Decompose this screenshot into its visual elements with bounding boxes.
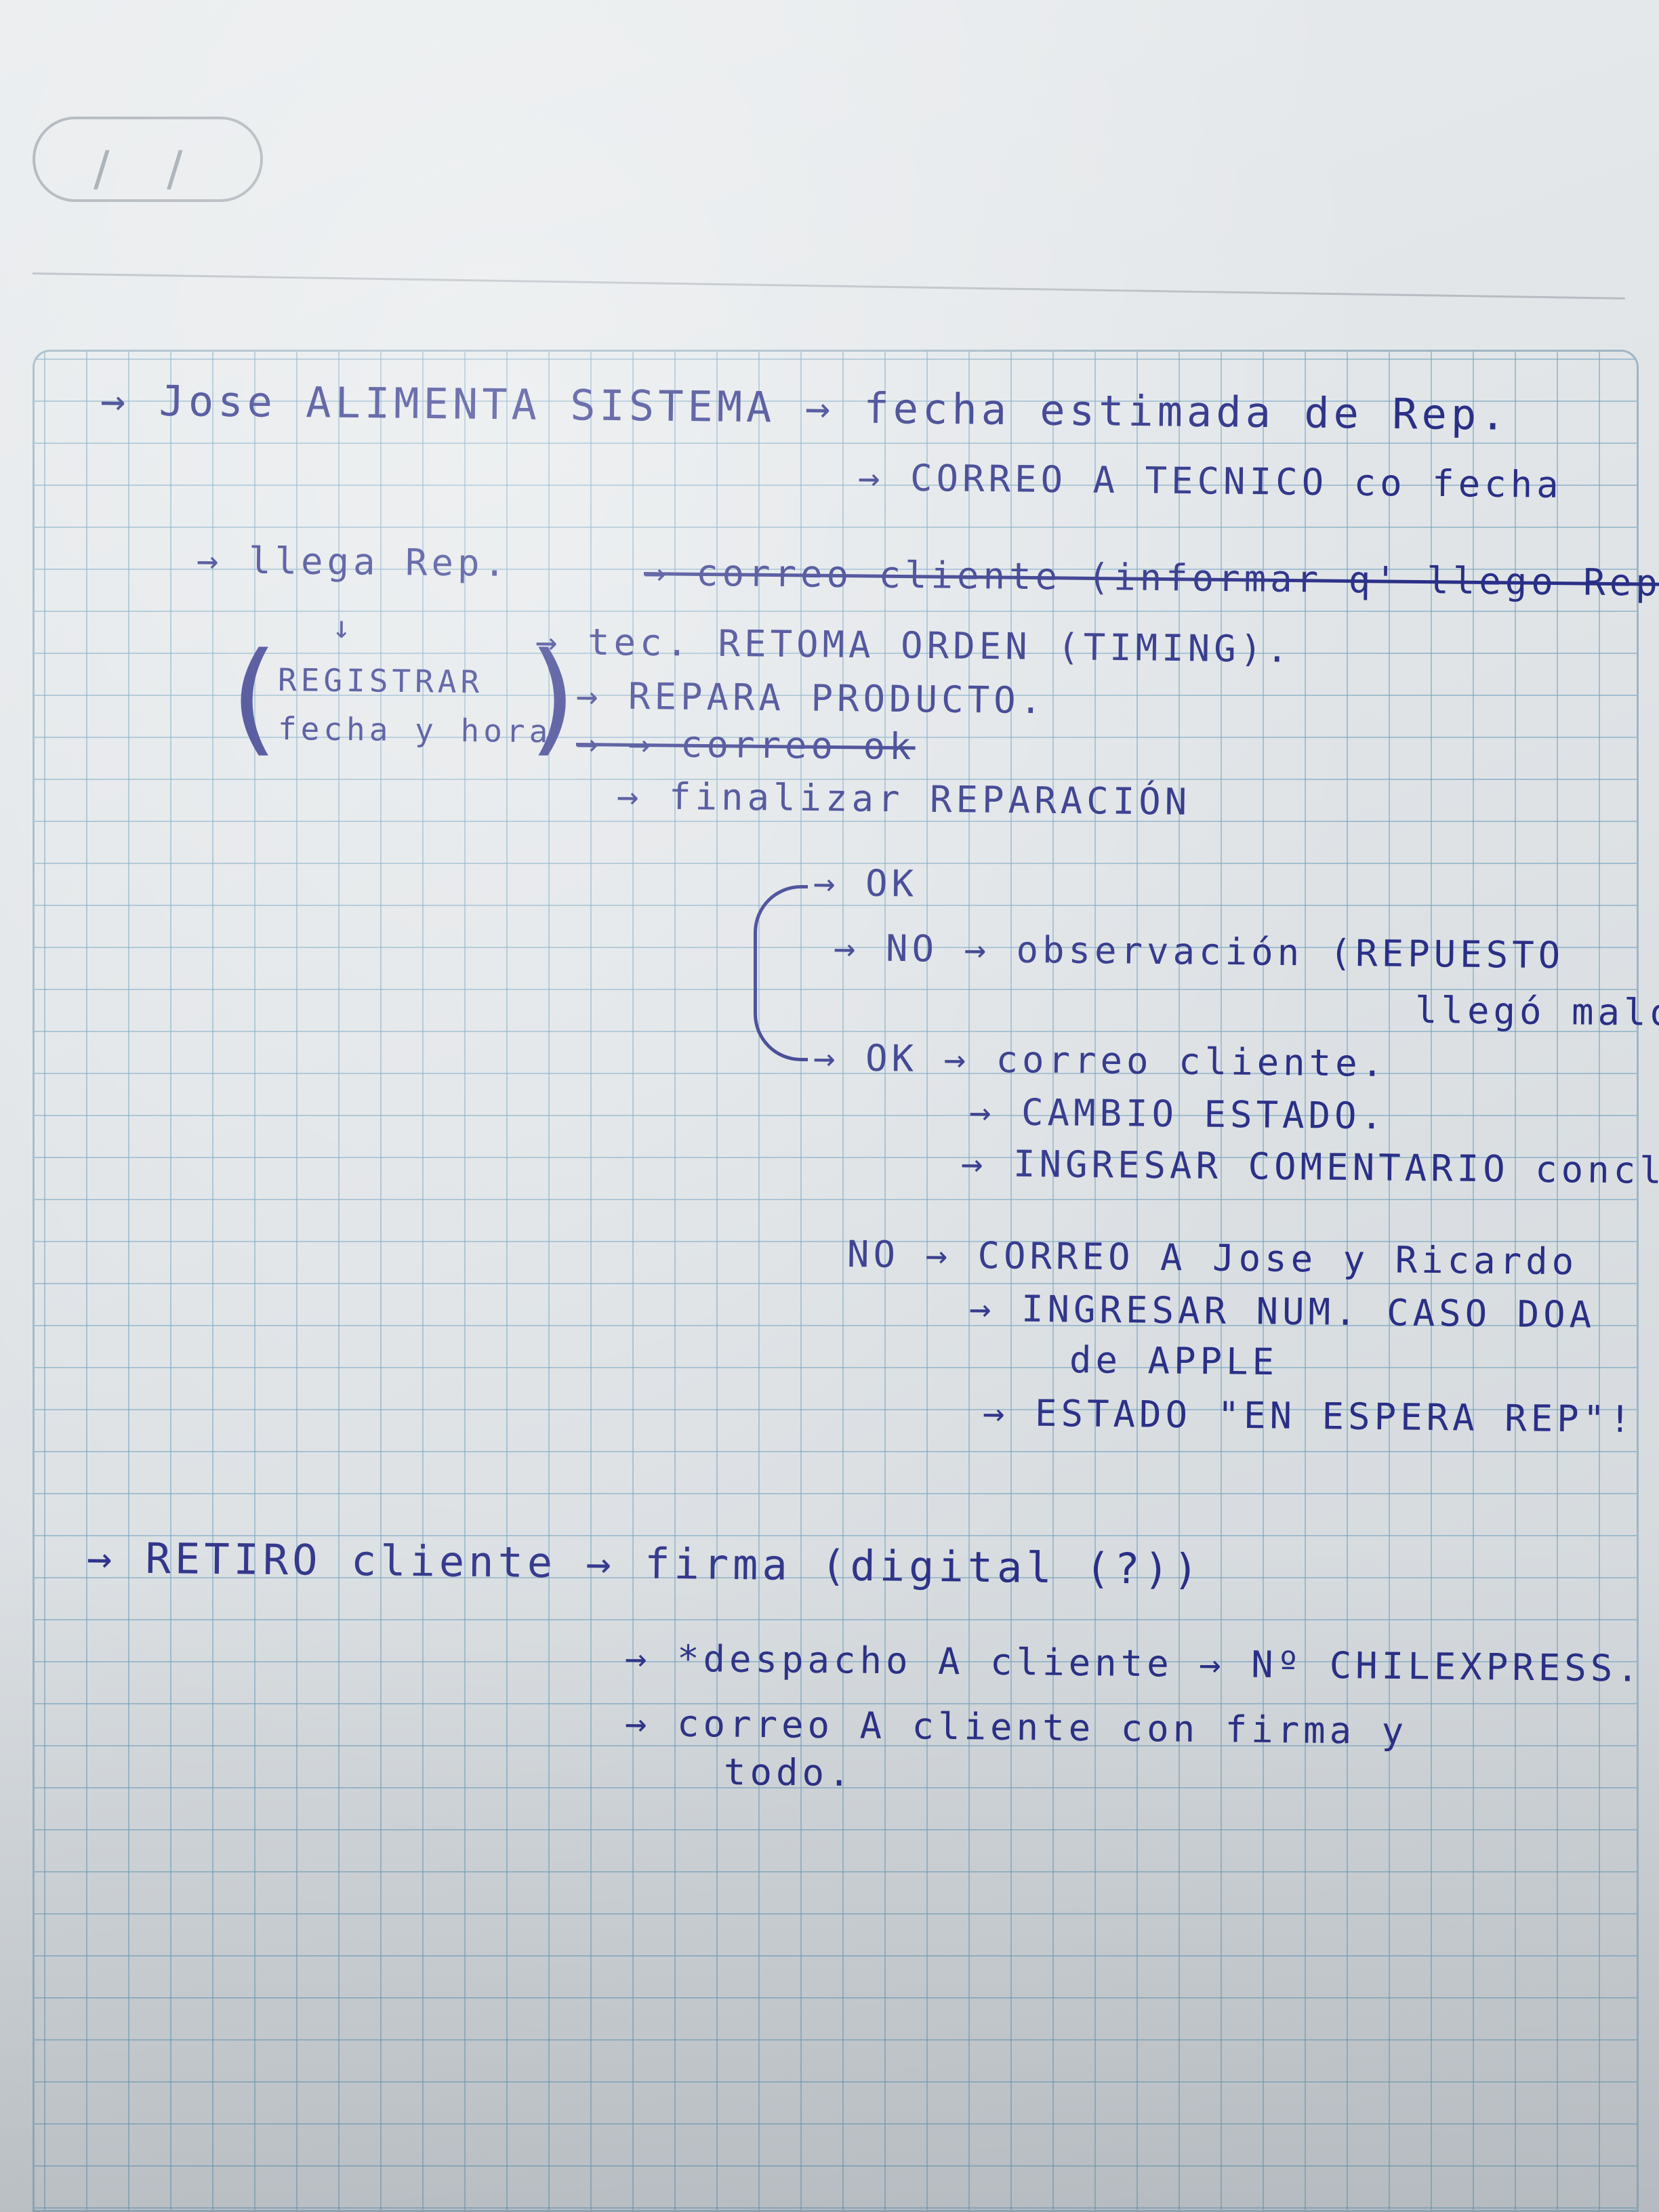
note-line: → INGRESAR COMENTARIO concl. <box>960 1142 1659 1193</box>
note-line: → INGRESAR NUM. CASO DOA <box>968 1287 1596 1336</box>
note-line: → RETIRO cliente → firma (digital (?)) <box>86 1533 1203 1595</box>
note-line: NO → CORREO A Jose y Ricardo <box>846 1233 1578 1284</box>
note-line: → tec. RETOMA ORDEN (TIMING). <box>535 620 1293 671</box>
date-separator: / <box>167 141 183 197</box>
date-box <box>33 117 263 202</box>
note-line: → REPARA PRODUCTO. <box>575 674 1046 722</box>
note-line: de APPLE <box>1069 1338 1279 1384</box>
bracket-right: ) <box>529 627 577 769</box>
note-line: → CAMBIO ESTADO. <box>968 1090 1387 1138</box>
note-line: → NO → observación (REPUESTO <box>833 926 1565 977</box>
note-line: → OK <box>813 861 918 905</box>
bracket-left: ( <box>230 627 279 769</box>
note-line: → CORREO A TECNICO co fecha <box>857 456 1563 506</box>
note-line: → OK → correo cliente. <box>813 1036 1388 1085</box>
note-line: → llega Rep. <box>196 539 510 585</box>
struck-text: → → correo ok <box>575 722 916 769</box>
side-note: REGISTRAR <box>277 661 484 701</box>
side-note: fecha y hora <box>277 710 552 750</box>
header-rule <box>32 272 1625 300</box>
note-line: llegó malo) <box>1414 989 1659 1035</box>
note-line: → *despacho A cliente → Nº CHILEXPRESS. <box>624 1637 1643 1690</box>
branch-curve <box>754 885 808 1061</box>
note-line: → correo A cliente con firma y <box>624 1702 1408 1753</box>
date-separator: / <box>94 141 110 197</box>
arrow-mark: ↓ <box>331 609 355 646</box>
note-line: → ESTADO "EN ESPERA REP"! <box>982 1391 1636 1441</box>
struck-text: → correo cliente (informar q' llego Rep <box>643 551 1659 605</box>
note-line: → finalizar REPARACIÓN <box>616 775 1191 823</box>
grid-paper <box>33 350 1639 2212</box>
note-line: todo. <box>723 1750 855 1795</box>
